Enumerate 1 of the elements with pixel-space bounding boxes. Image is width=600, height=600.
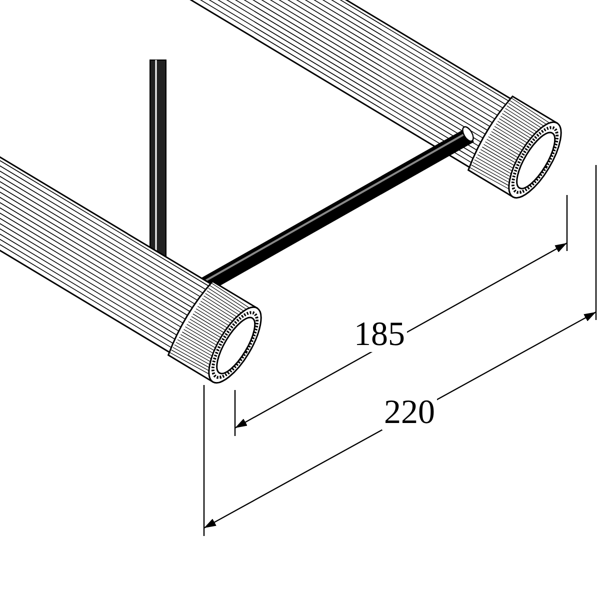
dimension-value: 220 [382,396,437,430]
